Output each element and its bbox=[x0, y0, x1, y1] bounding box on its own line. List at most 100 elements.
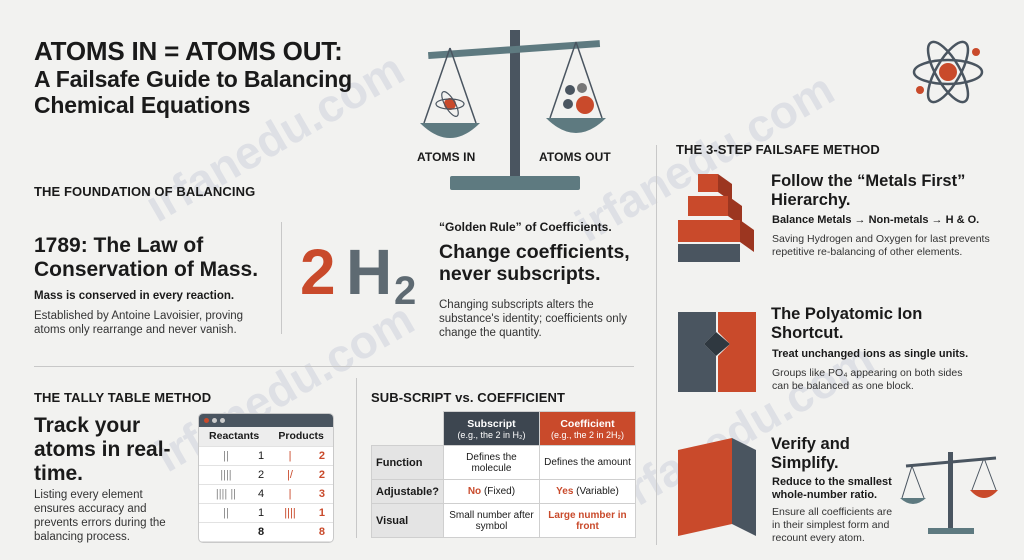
cube-icon bbox=[678, 438, 756, 536]
subscript-header-note: (e.g., the 2 in H₂) bbox=[457, 429, 526, 440]
divider bbox=[34, 366, 634, 367]
puzzle-block-icon bbox=[678, 312, 756, 392]
table-row: Visual Small number after symbol Large n… bbox=[371, 503, 637, 538]
table-row: Adjustable? No (Fixed) Yes (Variable) bbox=[371, 479, 637, 504]
coefficient-header-label: Coefficient bbox=[560, 417, 615, 430]
divider bbox=[281, 222, 282, 334]
scale-left-label: ATOMS IN bbox=[417, 150, 476, 164]
foundation-heading: THE FOUNDATION OF BALANCING bbox=[34, 184, 256, 199]
golden-rule-description: Changing subscripts alters the substance… bbox=[439, 299, 628, 339]
law-title-line-2: Conservation of Mass. bbox=[34, 258, 259, 281]
atom-icon bbox=[912, 40, 984, 104]
tally-marks: |||| || bbox=[199, 484, 253, 504]
step-2-description: Groups like PO₄ appearing on both sides … bbox=[772, 367, 963, 392]
tally-description: Listing every element ensures accuracy a… bbox=[34, 489, 166, 543]
divider bbox=[356, 378, 357, 538]
coefficient-cell: Yes (Variable) bbox=[538, 479, 637, 504]
table-row: |||| ||4|3 bbox=[199, 484, 333, 504]
tally-title: Track your atoms in real-time. bbox=[34, 414, 171, 485]
subscript-cell: No (Fixed) bbox=[442, 479, 540, 504]
title-line-2: A Failsafe Guide to Balancing bbox=[34, 66, 352, 92]
window-dot-icon bbox=[204, 418, 209, 423]
count: 2 bbox=[252, 465, 270, 485]
tally-heading: THE TALLY TABLE METHOD bbox=[34, 390, 212, 405]
count: 2 bbox=[310, 465, 333, 485]
law-description: Established by Antoine Lavoisier, provin… bbox=[34, 310, 244, 336]
coefficient-cell: Defines the amount bbox=[538, 445, 637, 480]
formula-subscript: 2 bbox=[394, 269, 417, 313]
tally-table-window: Reactants Products ||1|2 ||||2|/2 |||| |… bbox=[198, 413, 334, 543]
count: 2 bbox=[310, 446, 333, 466]
compare-heading: SUB-SCRIPT vs. COEFFICIENT bbox=[371, 390, 566, 405]
tally-marks: |||| bbox=[199, 465, 253, 485]
scale-right-label: ATOMS OUT bbox=[539, 150, 611, 164]
small-scale-icon bbox=[900, 452, 998, 534]
step-1-title: Follow the “Metals First” Hierarchy. bbox=[771, 172, 966, 209]
count: 8 bbox=[310, 522, 333, 542]
table-row: ||1|2 bbox=[199, 446, 333, 466]
no-label: No bbox=[467, 486, 482, 497]
formula-coefficient: 2 bbox=[300, 236, 336, 308]
row-label: Adjustable? bbox=[371, 479, 444, 504]
page-title: ATOMS IN = ATOMS OUT: A Failsafe Guide t… bbox=[34, 36, 474, 118]
subscript-cell: Small number after symbol bbox=[442, 503, 540, 538]
col-subscript: Subscript (e.g., the 2 in H₂) bbox=[442, 411, 540, 446]
step-1-description: Saving Hydrogen and Oxygen for last prev… bbox=[772, 233, 990, 258]
count: 1 bbox=[252, 446, 270, 466]
table-row: Function Defines the molecule Defines th… bbox=[371, 445, 637, 480]
tally-marks bbox=[199, 522, 253, 542]
stacked-blocks-icon bbox=[678, 174, 754, 262]
window-dot-icon bbox=[220, 418, 225, 423]
divider bbox=[656, 145, 657, 545]
step-3-bold: Reduce to the smallest whole-number rati… bbox=[772, 476, 892, 501]
table-row: ||||2|/2 bbox=[199, 465, 333, 485]
col-coefficient: Coefficient (e.g., the 2 in 2H₂) bbox=[538, 411, 637, 446]
count: 3 bbox=[310, 484, 333, 504]
step-2-title: The Polyatomic Ion Shortcut. bbox=[771, 305, 923, 342]
col-reactants: Reactants bbox=[199, 427, 270, 447]
step-1-bold: Balance Metals → Non-metals → H & O. bbox=[772, 214, 980, 226]
tally-marks: || bbox=[199, 503, 253, 523]
yes-label: Yes bbox=[556, 486, 574, 497]
law-title: 1789: The Law of Conservation of Mass. bbox=[34, 234, 284, 282]
tally-marks: |||| bbox=[269, 503, 311, 523]
table-row: ||1||||1 bbox=[199, 503, 333, 523]
fixed-label: (Fixed) bbox=[481, 486, 516, 497]
row-label: Function bbox=[371, 445, 444, 480]
step-3-title: Verify and Simplify. bbox=[771, 435, 850, 472]
title-line-3: Chemical Equations bbox=[34, 92, 251, 118]
subscript-header-label: Subscript bbox=[467, 417, 516, 430]
coefficient-cell: Large number in front bbox=[538, 503, 637, 538]
tally-marks: || bbox=[199, 446, 253, 466]
window-dot-icon bbox=[212, 418, 217, 423]
title-line-1: ATOMS IN = ATOMS OUT: bbox=[34, 36, 343, 66]
row-label: Visual bbox=[371, 503, 444, 538]
count: 1 bbox=[252, 503, 270, 523]
count: 8 bbox=[252, 522, 270, 542]
subscript-cell: Defines the molecule bbox=[442, 445, 540, 480]
empty-cell bbox=[372, 412, 444, 446]
law-bold-text: Mass is conserved in every reaction. bbox=[34, 290, 235, 302]
tally-marks: | bbox=[269, 484, 311, 504]
tally-table: Reactants Products ||1|2 ||||2|/2 |||| |… bbox=[199, 427, 333, 542]
window-titlebar bbox=[199, 414, 333, 427]
method-heading: THE 3-STEP FAILSAFE METHOD bbox=[676, 142, 880, 157]
golden-rule-title: Change coefficients, never subscripts. bbox=[439, 241, 630, 285]
formula-symbol: H bbox=[346, 236, 393, 308]
formula-2h2: 2 H 2 bbox=[300, 232, 430, 322]
tally-marks bbox=[269, 522, 311, 542]
variable-label: (Variable) bbox=[573, 486, 619, 497]
law-title-line-1: 1789: The Law of bbox=[34, 234, 204, 257]
tally-marks: |/ bbox=[269, 465, 311, 485]
tally-marks: | bbox=[269, 446, 311, 466]
step-2-bold: Treat unchanged ions as single units. bbox=[772, 348, 969, 360]
golden-rule-label: “Golden Rule” of Coefficients. bbox=[439, 220, 612, 234]
col-products: Products bbox=[269, 427, 333, 447]
count: 1 bbox=[310, 503, 333, 523]
step-3-description: Ensure all coefficients are in their sim… bbox=[772, 506, 893, 544]
balance-scale-icon bbox=[420, 30, 606, 190]
coefficient-header-note: (e.g., the 2 in 2H₂) bbox=[550, 429, 624, 440]
compare-table: Subscript (e.g., the 2 in H₂) Coefficien… bbox=[371, 411, 637, 538]
count: 4 bbox=[252, 484, 270, 504]
